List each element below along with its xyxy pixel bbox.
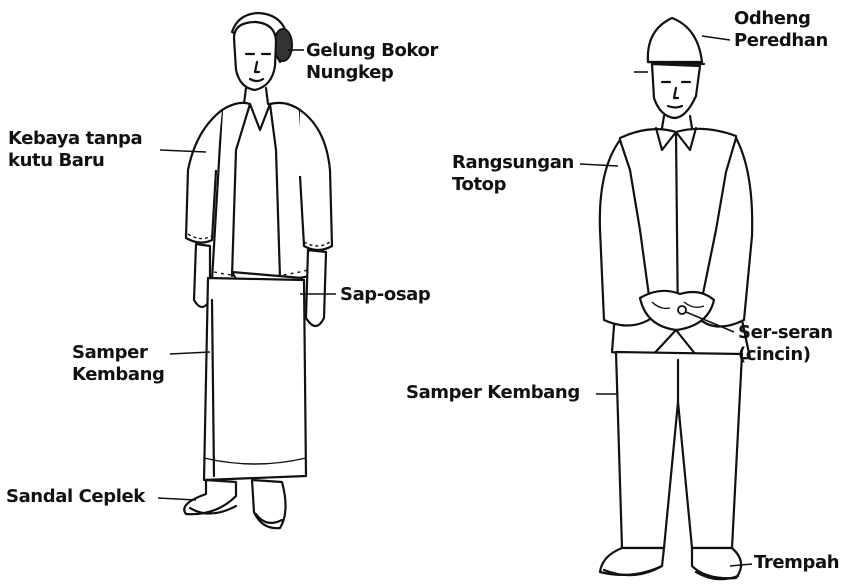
label-rangsungan: Rangsungan Totop <box>452 152 582 196</box>
label-rangsungan-text: Rangsungan Totop <box>452 152 574 195</box>
label-sap-osap: Sap-osap <box>340 284 430 306</box>
man-figure <box>600 18 752 579</box>
label-odheng: Odheng Peredhan <box>734 8 844 52</box>
label-kebaya: Kebaya tanpa kutu Baru <box>8 128 168 172</box>
label-trempah: Trempah <box>754 552 839 574</box>
label-trempah-text: Trempah <box>754 552 839 573</box>
label-samper-woman: Samper Kembang <box>72 342 172 386</box>
label-odheng-text: Odheng Peredhan <box>734 8 828 51</box>
label-gelung-line1: Gelung Bokor Nungkep <box>306 40 456 84</box>
label-ser-seran: Ser-seran (cincin) <box>738 322 848 366</box>
woman-figure <box>184 13 332 528</box>
label-hair-bun: Gelung Bokor Nungkep <box>306 40 456 84</box>
label-samper-man-text: Samper Kembang <box>406 382 580 403</box>
label-kebaya-text: Kebaya tanpa kutu Baru <box>8 128 142 171</box>
label-sandal-ceplek: Sandal Ceplek <box>6 486 145 508</box>
label-sandal-ceplek-text: Sandal Ceplek <box>6 486 145 507</box>
label-samper-woman-text: Samper Kembang <box>72 342 165 385</box>
label-samper-man: Samper Kembang <box>406 382 580 404</box>
label-ser-seran-text: Ser-seran (cincin) <box>738 322 833 365</box>
label-sap-osap-text: Sap-osap <box>340 284 430 305</box>
